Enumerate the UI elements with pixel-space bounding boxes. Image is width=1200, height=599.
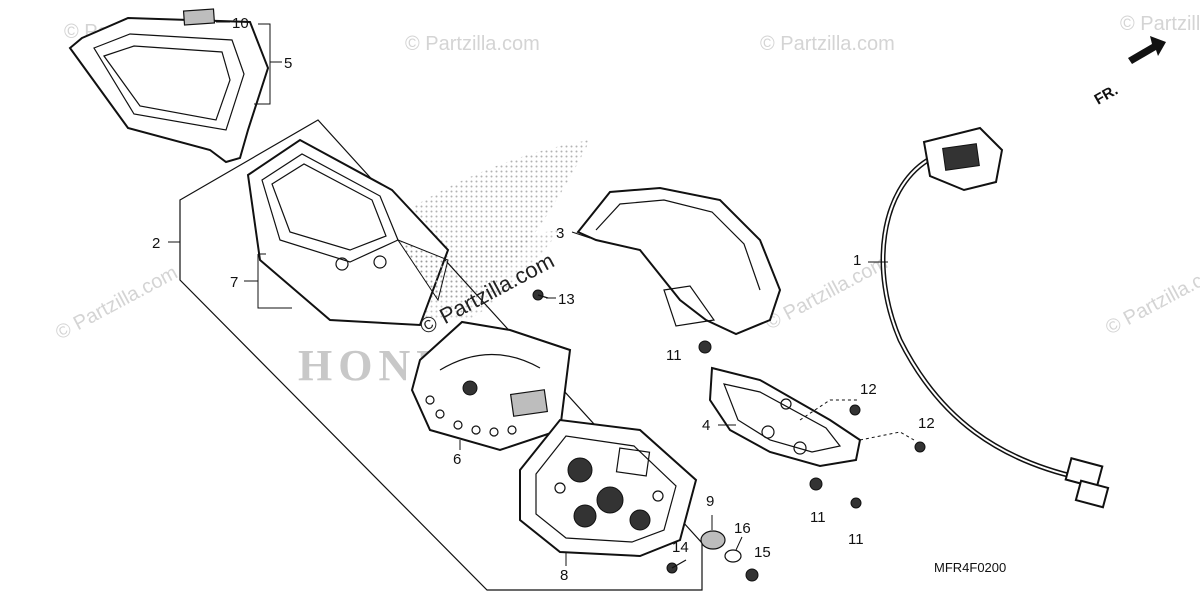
callout-1: 1 xyxy=(853,252,861,269)
callout-15: 15 xyxy=(754,544,771,561)
callout-10: 10 xyxy=(232,15,249,32)
callout-2: 2 xyxy=(152,235,160,252)
callout-11-upper: 11 xyxy=(666,347,682,364)
callout-6: 6 xyxy=(453,451,461,468)
callout-13: 13 xyxy=(558,291,575,308)
fasteners xyxy=(532,289,926,582)
assembly-outline xyxy=(179,119,703,591)
callout-3: 3 xyxy=(556,225,564,242)
part-10-pad xyxy=(182,8,216,26)
arrow-icon xyxy=(1128,36,1166,64)
screw-12b xyxy=(914,441,926,453)
wire-harness xyxy=(880,126,1110,509)
callout-12-lower: 12 xyxy=(918,415,935,432)
callout-11-lower-left: 11 xyxy=(810,509,826,526)
callout-5: 5 xyxy=(284,55,292,72)
callout-4: 4 xyxy=(702,417,710,434)
callout-16: 16 xyxy=(734,520,751,537)
leader-lines xyxy=(168,21,915,566)
grommet-11b xyxy=(809,477,823,491)
callout-9: 9 xyxy=(706,493,714,510)
callout-12-upper: 12 xyxy=(860,381,877,398)
callout-14: 14 xyxy=(672,539,689,556)
watermark: © Partzilla.com xyxy=(1120,13,1200,35)
visor-cover xyxy=(68,16,270,164)
grommet-11 xyxy=(698,340,712,354)
grommet-9 xyxy=(700,530,726,550)
upper-cover xyxy=(576,186,782,336)
meter-case xyxy=(246,138,450,327)
screw-11c xyxy=(850,497,862,509)
watermark: © Partzilla.com xyxy=(760,33,895,55)
callout-7: 7 xyxy=(230,274,238,291)
callout-8: 8 xyxy=(560,567,568,584)
watermark: © Partzilla.com xyxy=(405,33,540,55)
front-direction-marker: FR. xyxy=(1092,36,1166,109)
lower-cover xyxy=(708,366,862,468)
drawing-code: MFR4F0200 xyxy=(934,560,1006,575)
watermark: © Partzilla.com xyxy=(762,252,891,335)
watermark: © Partzilla.com xyxy=(1102,257,1200,340)
front-label: FR. xyxy=(1092,82,1121,109)
washer-16 xyxy=(724,549,742,563)
watermark: © Partzilla.com xyxy=(52,262,181,345)
callout-11-lower-right: 11 xyxy=(848,531,864,548)
callout-labels: 1 2 3 4 5 6 7 8 9 10 11 11 11 12 12 13 1… xyxy=(152,15,935,584)
meter-housing xyxy=(519,418,698,558)
screw-12a xyxy=(849,404,861,416)
screw-15 xyxy=(745,568,759,582)
